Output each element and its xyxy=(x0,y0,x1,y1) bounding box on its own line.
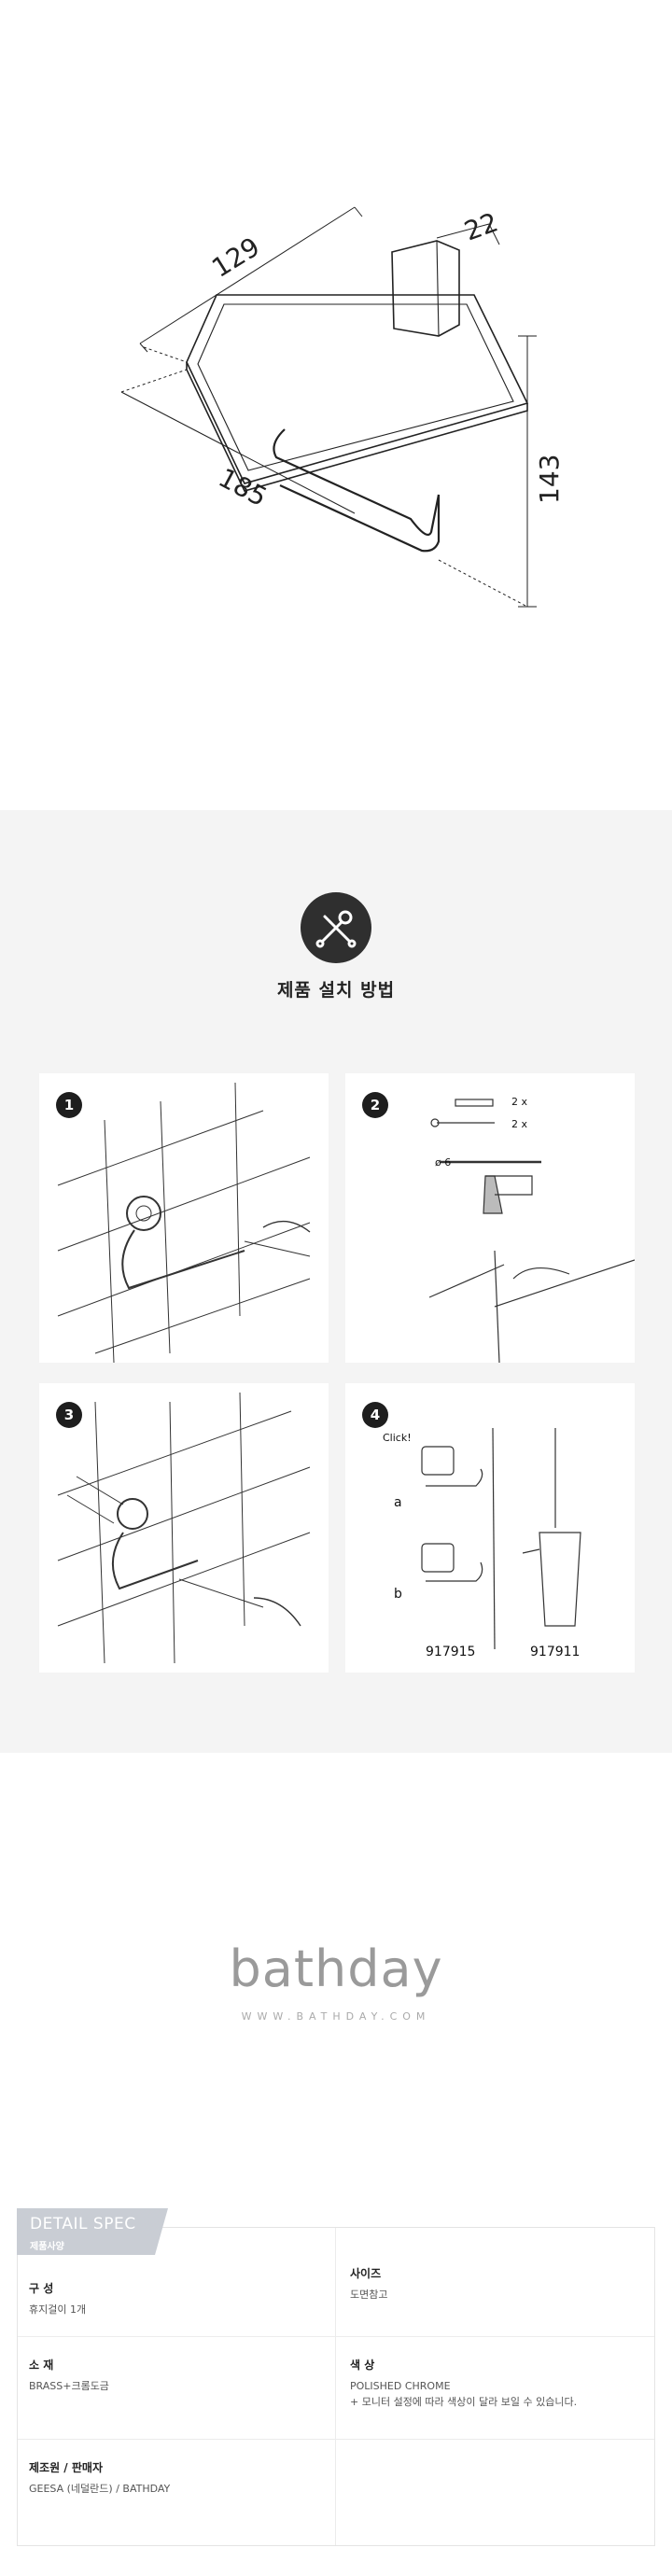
spec-row-material: 소 재 BRASS+크롬도금 xyxy=(29,2357,328,2394)
brand-logo: bathday xyxy=(229,1939,443,1998)
step-2-qty-screw: 2 x xyxy=(511,1118,527,1130)
step-4-product-code-right: 917911 xyxy=(530,1645,580,1659)
spec-value: GEESA (네덜란드) / BATHDAY xyxy=(29,2483,171,2495)
install-step-3-card: 3 xyxy=(39,1383,329,1673)
step-1-number: 1 xyxy=(56,1092,82,1118)
step-1-illustration xyxy=(57,1082,311,1363)
spec-table: 구 성 휴지걸이 1개 사이즈 도면참고 소 재 BRASS+크롬도금 색 상 … xyxy=(17,2227,655,2546)
spec-value: POLISHED CHROME xyxy=(350,2380,451,2392)
install-step-2-card: 2 x 2 x ø 6 2 xyxy=(345,1073,635,1363)
detail-spec-subtitle: 제품사양 xyxy=(30,2242,64,2252)
step-3-number: 3 xyxy=(56,1402,82,1428)
brand-section: bathday WWW.BATHDAY.COM xyxy=(0,1753,672,2201)
step-4-variant-a: a xyxy=(394,1495,402,1510)
dimension-mount-depth-label: 22 xyxy=(460,206,502,246)
spec-row-divider xyxy=(18,2336,654,2337)
detail-spec-section: 구 성 휴지걸이 1개 사이즈 도면참고 소 재 BRASS+크롬도금 색 상 … xyxy=(0,2201,672,2576)
step-4-number: 4 xyxy=(362,1402,388,1428)
spec-row-color: 색 상 POLISHED CHROME + 모니터 설정에 따라 색상이 달라 … xyxy=(350,2357,649,2410)
spec-value: 휴지걸이 1개 xyxy=(29,2303,87,2316)
dimension-width-label: 185 xyxy=(214,462,273,512)
wrench-screwdriver-icon xyxy=(301,892,371,963)
spec-row-size: 사이즈 도면참고 xyxy=(350,2265,649,2303)
step-2-drill-size: ø 6 xyxy=(435,1156,451,1169)
spec-value: BRASS+크롬도금 xyxy=(29,2380,109,2392)
detail-spec-title: DETAIL SPEC xyxy=(30,2215,136,2233)
step-4-click-label: Click! xyxy=(383,1432,412,1444)
step-3-illustration xyxy=(57,1392,311,1664)
dimension-depth-label: 129 xyxy=(206,231,265,284)
install-title: 제품 설치 방법 xyxy=(276,980,396,1001)
step-4-illustration: Click! a b 917915 917911 xyxy=(383,1427,581,1659)
install-step-4-card: Click! a b 917915 917911 4 xyxy=(345,1383,635,1673)
step-4-variant-b: b xyxy=(394,1587,402,1602)
spec-label: 사이즈 xyxy=(350,2267,382,2280)
dimension-height-label: 143 xyxy=(534,455,565,504)
step-2-qty-anchor: 2 x xyxy=(511,1096,527,1108)
step-2-illustration: 2 x 2 x ø 6 xyxy=(428,1096,635,1363)
spec-value: 도면참고 xyxy=(350,2289,388,2301)
spec-label: 제조원 / 판매자 xyxy=(29,2461,103,2474)
spec-label: 구 성 xyxy=(29,2282,54,2295)
step-4-product-code-left: 917915 xyxy=(426,1645,475,1659)
install-step-1-card: 1 xyxy=(39,1073,329,1363)
spec-label: 색 상 xyxy=(350,2359,375,2372)
detail-spec-tab: DETAIL SPEC 제품사양 xyxy=(17,2208,168,2255)
install-guide-section: 제품 설치 방법 1 xyxy=(0,810,672,1753)
dimension-drawing-section: 129 22 185 143 xyxy=(0,0,672,810)
spec-note: + 모니터 설정에 따라 색상이 달라 보일 수 있습니다. xyxy=(350,2396,578,2408)
spec-row-manufacturer: 제조원 / 판매자 GEESA (네덜란드) / BATHDAY xyxy=(29,2459,328,2497)
product-dimension-drawing: 129 22 185 143 xyxy=(120,206,565,608)
spec-label: 소 재 xyxy=(29,2359,54,2372)
step-2-number: 2 xyxy=(362,1092,388,1118)
spec-row-divider xyxy=(18,2439,654,2440)
spec-column-divider xyxy=(335,2228,336,2545)
spec-row-composition: 구 성 휴지걸이 1개 xyxy=(29,2280,328,2317)
brand-url: WWW.BATHDAY.COM xyxy=(241,2010,431,2023)
